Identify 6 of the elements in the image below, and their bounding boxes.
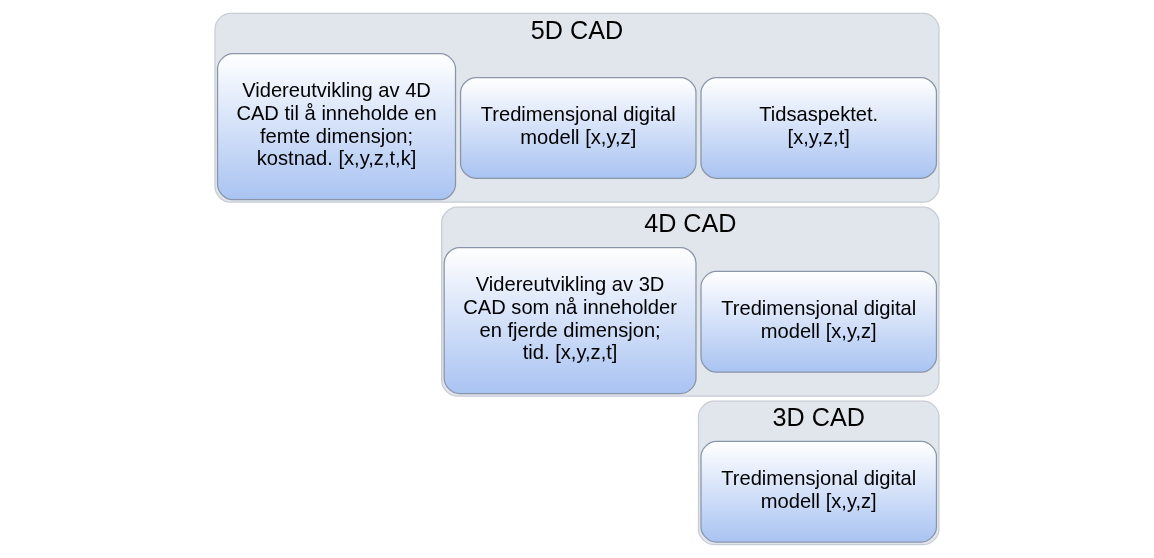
node-box: Tredimensjonal digital modell [x,y,z] — [700, 440, 938, 543]
node-box: Tredimensjonal digital modell [x,y,z] — [700, 270, 938, 373]
node-box: Tredimensjonal digital modell [x,y,z] — [459, 76, 697, 179]
node-box: Videreutvikling av 3D CAD som nå inneholder en fjerde dimensjon; tid. [x,y,z,t] — [443, 246, 697, 395]
node-box: Videreutvikling av 4D CAD til å inneholde en femte dimensjon; kostnad. [x,y,z,t,k] — [216, 53, 457, 201]
node-box: Tidsaspektet. [x,y,z,t] — [700, 76, 938, 179]
